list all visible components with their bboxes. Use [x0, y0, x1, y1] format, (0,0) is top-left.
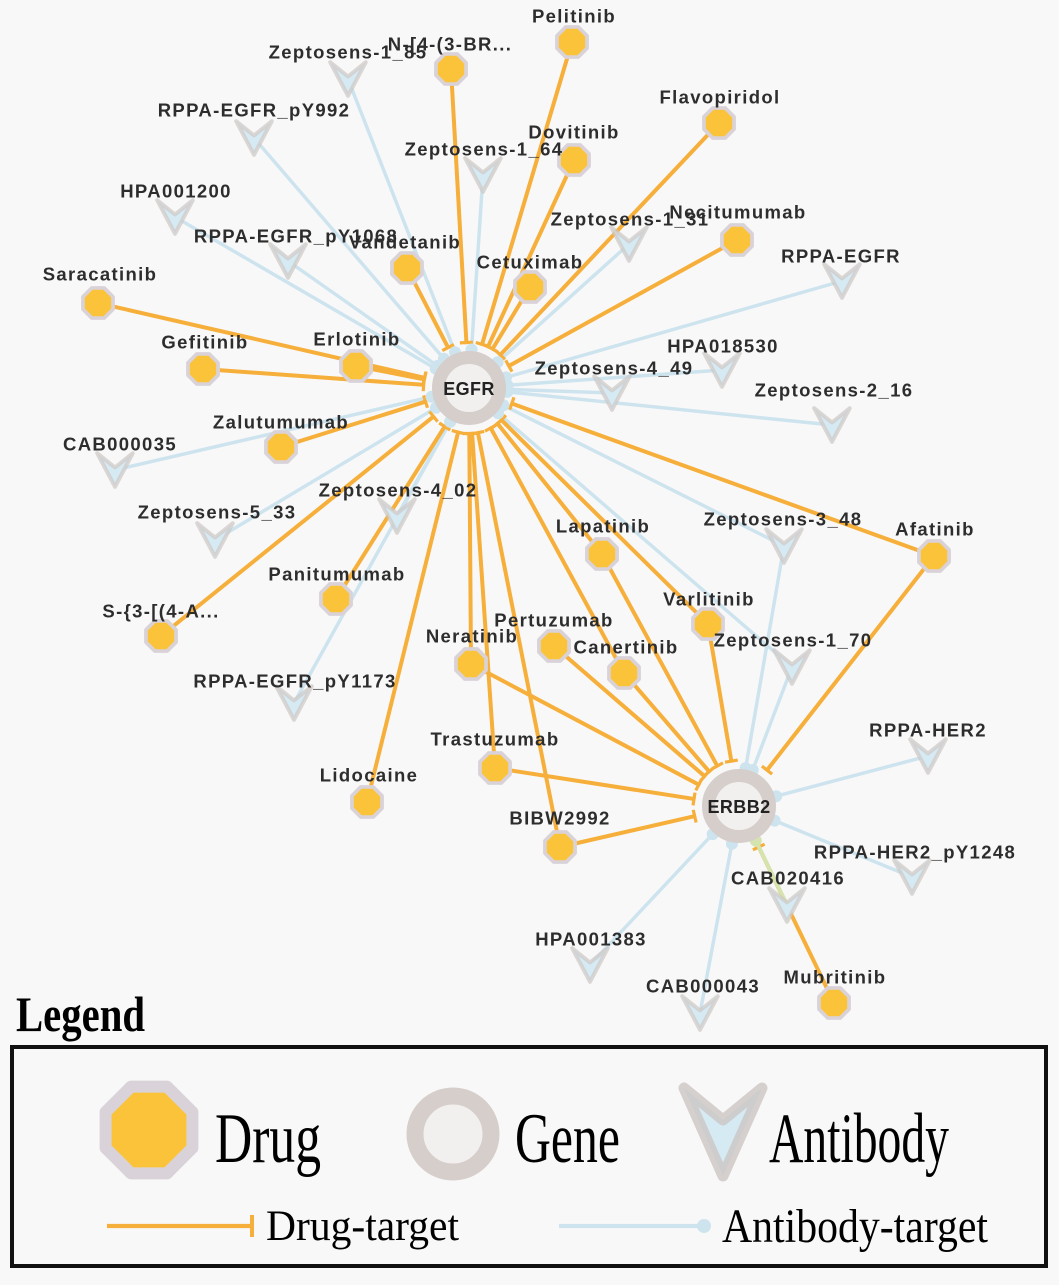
svg-text:Antibody: Antibody	[769, 1100, 949, 1178]
svg-text:Afatinib: Afatinib	[895, 519, 975, 540]
svg-text:Necitumumab: Necitumumab	[669, 202, 806, 223]
svg-text:Erlotinib: Erlotinib	[313, 329, 400, 350]
svg-text:Flavopiridol: Flavopiridol	[659, 87, 780, 108]
svg-text:Saracatinib: Saracatinib	[43, 264, 158, 285]
svg-text:Legend: Legend	[16, 986, 145, 1042]
svg-text:CAB000035: CAB000035	[63, 434, 177, 455]
svg-text:Zeptosens-1_70: Zeptosens-1_70	[714, 630, 873, 651]
svg-text:BIBW2992: BIBW2992	[509, 808, 610, 829]
svg-text:HPA001200: HPA001200	[120, 181, 232, 202]
svg-text:Pelitinib: Pelitinib	[532, 6, 616, 27]
svg-text:Varlitinib: Varlitinib	[663, 589, 755, 610]
svg-text:Drug: Drug	[215, 1100, 321, 1178]
svg-text:Zeptosens-5_33: Zeptosens-5_33	[138, 502, 297, 523]
svg-text:N-[4-(3-BR...: N-[4-(3-BR...	[388, 34, 512, 55]
svg-text:HPA018530: HPA018530	[667, 336, 779, 357]
svg-text:Gene: Gene	[515, 1100, 620, 1178]
svg-text:Antibody-target: Antibody-target	[722, 1200, 989, 1253]
svg-text:Zeptosens-4_49: Zeptosens-4_49	[535, 358, 694, 379]
svg-text:Lapatinib: Lapatinib	[556, 516, 650, 537]
svg-text:Canertinib: Canertinib	[574, 637, 679, 658]
svg-text:RPPA-EGFR_pY1173: RPPA-EGFR_pY1173	[193, 671, 396, 692]
svg-text:EGFR: EGFR	[443, 379, 495, 399]
svg-text:Neratinib: Neratinib	[426, 626, 518, 647]
svg-text:Lidocaine: Lidocaine	[320, 765, 419, 786]
svg-text:ERBB2: ERBB2	[707, 797, 770, 817]
svg-text:Zeptosens-1_85: Zeptosens-1_85	[269, 42, 428, 63]
svg-text:Pertuzumab: Pertuzumab	[494, 610, 613, 631]
svg-text:RPPA-EGFR_pY992: RPPA-EGFR_pY992	[158, 100, 351, 121]
svg-text:Zeptosens-2_16: Zeptosens-2_16	[755, 380, 914, 401]
svg-text:CAB020416: CAB020416	[731, 868, 845, 889]
svg-text:Gefitinib: Gefitinib	[161, 332, 248, 353]
svg-text:HPA001383: HPA001383	[535, 929, 647, 950]
svg-text:Zalutumumab: Zalutumumab	[213, 412, 349, 433]
svg-text:RPPA-HER2_pY1248: RPPA-HER2_pY1248	[814, 842, 1016, 863]
svg-text:Panitumumab: Panitumumab	[268, 564, 405, 585]
svg-text:RPPA-EGFR_pY1068: RPPA-EGFR_pY1068	[194, 226, 398, 247]
svg-text:Vandetanib: Vandetanib	[349, 232, 461, 253]
svg-text:Dovitinib: Dovitinib	[528, 122, 619, 143]
svg-text:RPPA-HER2: RPPA-HER2	[869, 720, 987, 741]
svg-text:Zeptosens-1_31: Zeptosens-1_31	[551, 209, 710, 230]
svg-text:Mubritinib: Mubritinib	[784, 967, 887, 988]
svg-text:RPPA-EGFR: RPPA-EGFR	[781, 246, 901, 267]
svg-text:CAB000043: CAB000043	[646, 976, 760, 997]
svg-text:Zeptosens-4_02: Zeptosens-4_02	[319, 480, 478, 501]
svg-text:Zeptosens-3_48: Zeptosens-3_48	[704, 509, 863, 530]
svg-text:Zeptosens-1_64: Zeptosens-1_64	[405, 139, 564, 160]
svg-text:Trastuzumab: Trastuzumab	[431, 729, 560, 750]
svg-text:Drug-target: Drug-target	[266, 1203, 459, 1250]
svg-text:S-{3-[(4-A...: S-{3-[(4-A...	[102, 601, 219, 622]
svg-text:Cetuximab: Cetuximab	[477, 252, 584, 273]
